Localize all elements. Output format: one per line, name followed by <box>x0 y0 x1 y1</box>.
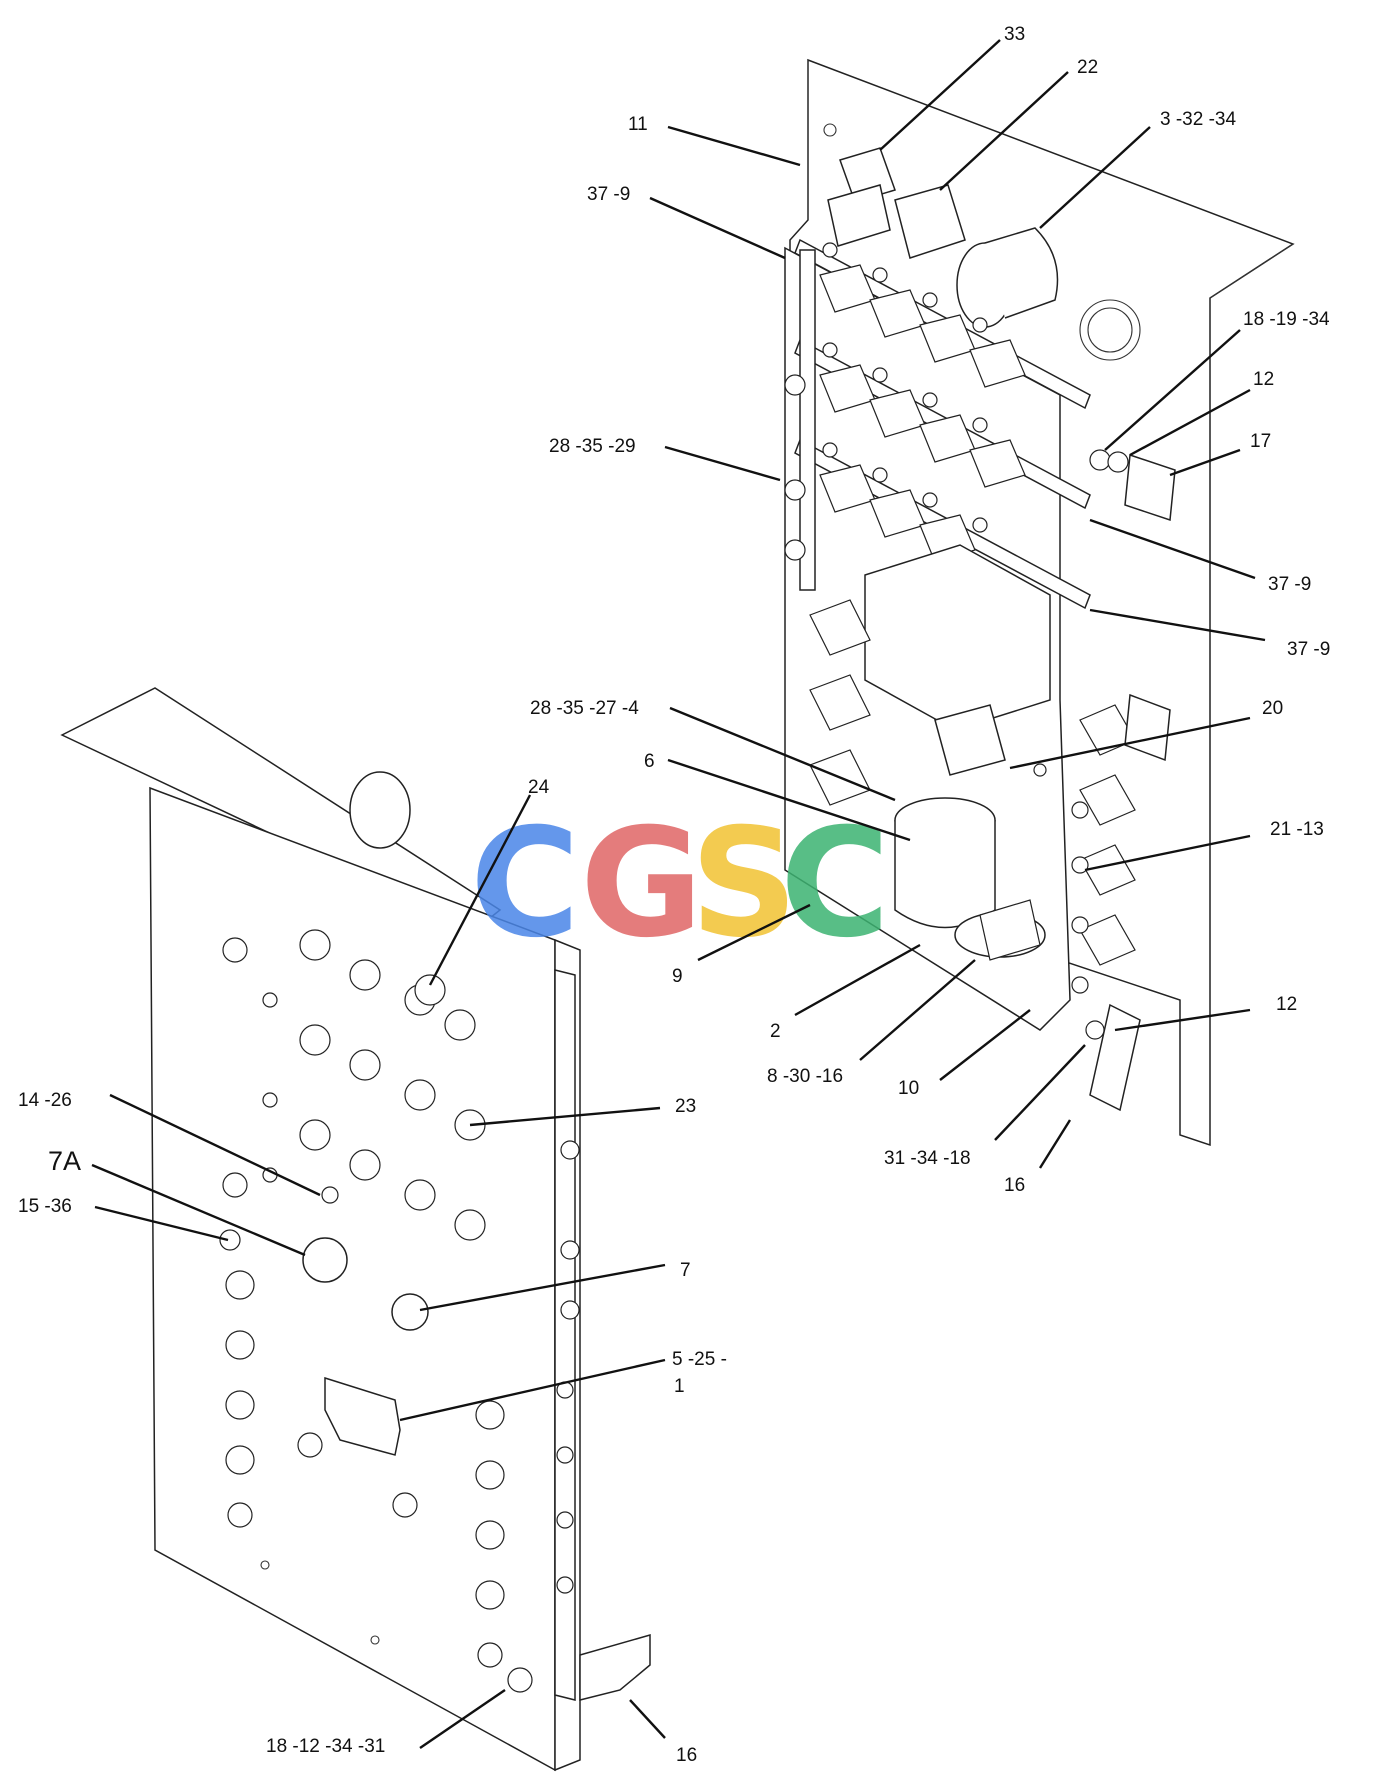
label-28-35-29: 28 -35 -29 <box>549 436 636 457</box>
label-9: 9 <box>672 966 683 987</box>
label-10: 10 <box>898 1078 919 1099</box>
label-24: 24 <box>528 777 550 798</box>
label-20: 20 <box>1262 698 1283 719</box>
watermark-letter-2: G <box>580 797 703 971</box>
label-16-bottom: 16 <box>676 1745 697 1766</box>
label-22: 22 <box>1077 57 1098 78</box>
label-28-35-27-4: 28 -35 -27 -4 <box>530 698 639 719</box>
label-37-9-mid: 37 -9 <box>1268 574 1311 595</box>
watermark-letter-4: C <box>780 797 890 971</box>
label-8-30-16: 8 -30 -16 <box>767 1066 843 1087</box>
panel-buttons <box>219 929 580 1693</box>
label-16-right: 16 <box>1004 1175 1025 1196</box>
label-12-bottom: 12 <box>1276 994 1297 1015</box>
label-7A: 7A <box>48 1146 81 1176</box>
label-14-26: 14 -26 <box>18 1090 72 1111</box>
callout-labels: 33 22 11 3 -32 -34 37 -9 18 -19 -34 12 1… <box>18 24 1330 1766</box>
label-33: 33 <box>1004 24 1025 45</box>
label-15-36: 15 -36 <box>18 1196 72 1217</box>
label-37-9-top: 37 -9 <box>587 184 630 205</box>
label-23: 23 <box>675 1096 696 1117</box>
label-37-9-low: 37 -9 <box>1287 639 1330 660</box>
label-18-12-34-31: 18 -12 -34 -31 <box>266 1736 385 1757</box>
label-11: 11 <box>628 114 648 135</box>
watermark-letter-3: S <box>690 797 798 971</box>
left-panel-assembly <box>60 687 651 1772</box>
watermark: C G S C <box>470 797 890 971</box>
label-1: 1 <box>674 1376 685 1397</box>
label-2: 2 <box>770 1021 781 1042</box>
leader-lines <box>91 39 1266 1749</box>
label-18-19-34: 18 -19 -34 <box>1243 309 1330 330</box>
label-31-34-18: 31 -34 -18 <box>884 1148 971 1169</box>
watermark-letter-1: C <box>470 797 580 971</box>
label-5-25: 5 -25 - <box>672 1349 727 1370</box>
label-3-32-34: 3 -32 -34 <box>1160 109 1236 130</box>
lower-relays <box>809 544 1136 994</box>
label-17: 17 <box>1250 431 1271 452</box>
label-21-13: 21 -13 <box>1270 819 1324 840</box>
right-panel-assembly <box>784 58 1295 1147</box>
label-12-top: 12 <box>1253 369 1274 390</box>
label-6: 6 <box>644 751 655 772</box>
cylinder-component <box>894 797 1046 961</box>
relay-rows <box>784 242 1026 563</box>
label-7: 7 <box>680 1260 691 1281</box>
